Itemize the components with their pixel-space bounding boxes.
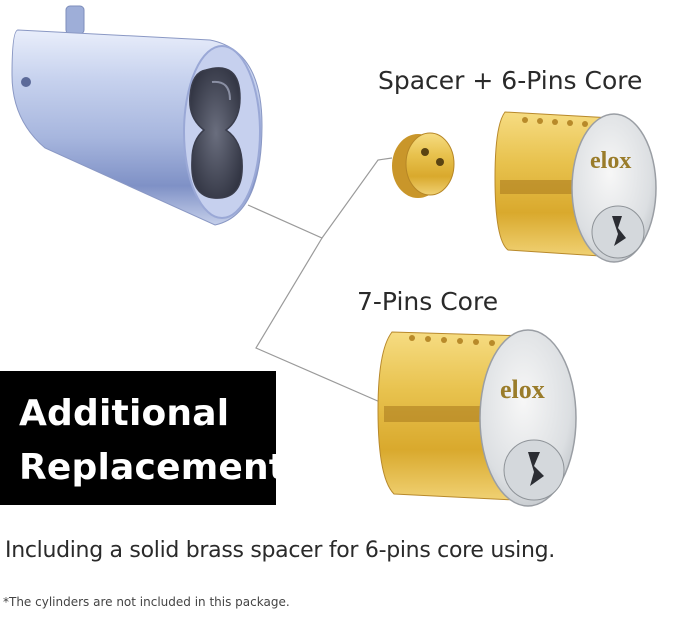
caption: Including a solid brass spacer for 6-pin… [5,538,555,563]
connector-lines [247,157,393,403]
seven-pin-core [377,329,577,507]
six-pin-core [494,111,657,263]
additional-replacement-banner: Additional Replacement [0,371,286,505]
logo-mark-6pin: elox [590,148,631,174]
spacer-core-label: Spacer + 6-Pins Core [378,66,643,95]
banner-line-1: Additional [19,393,230,434]
logo-mark-7pin: elox [500,375,545,404]
chrome-cylinder-housing [11,5,263,226]
seven-pin-core-label: 7-Pins Core [357,287,499,316]
brass-spacer [392,132,455,198]
banner-line-2: Replacement [19,447,287,488]
footnote: *The cylinders are not included in this … [3,595,290,609]
